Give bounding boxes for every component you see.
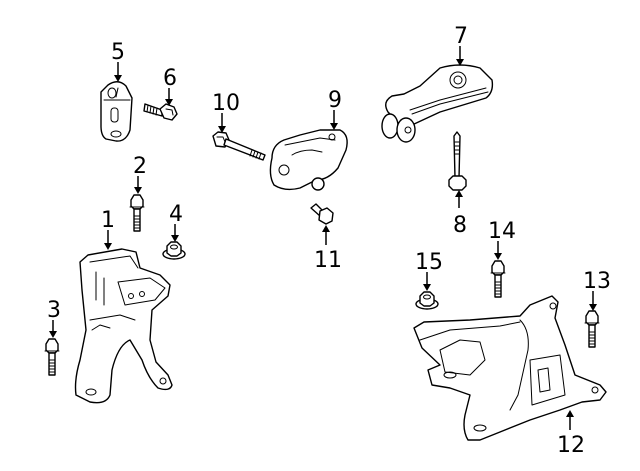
callout-label-4: 4 (169, 202, 183, 227)
part-9-bracket (269, 129, 348, 191)
callout-label-9: 9 (328, 88, 342, 113)
callout-label-11: 11 (314, 248, 342, 273)
callout-label-5: 5 (111, 40, 125, 65)
part-7-torque-rod (381, 64, 494, 143)
part-14-bolt (490, 260, 506, 298)
part-8-bolt (448, 131, 467, 191)
part-5-bracket (100, 81, 133, 142)
callout-label-10: 10 (212, 91, 240, 116)
part-1-mount (74, 248, 173, 404)
callout-arrows (49, 46, 597, 430)
part-13-bolt (584, 310, 600, 348)
callout-label-12: 12 (557, 433, 585, 458)
part-6-bolt (143, 103, 178, 121)
callout-label-6: 6 (163, 66, 177, 91)
callout-label-15: 15 (415, 250, 443, 275)
part-2-bolt (129, 194, 145, 232)
callout-label-1: 1 (101, 208, 115, 233)
part-10-bolt (212, 131, 266, 161)
part-11-bolt (310, 203, 334, 225)
part-12-mount (413, 295, 607, 441)
callout-label-14: 14 (488, 219, 516, 244)
callout-label-7: 7 (454, 24, 468, 49)
callout-label-8: 8 (453, 213, 467, 238)
callout-label-13: 13 (583, 269, 611, 294)
part-4-nut (162, 241, 186, 260)
part-15-nut (415, 291, 439, 310)
callout-label-2: 2 (133, 154, 147, 179)
part-3-bolt (44, 338, 60, 376)
callout-label-3: 3 (47, 298, 61, 323)
